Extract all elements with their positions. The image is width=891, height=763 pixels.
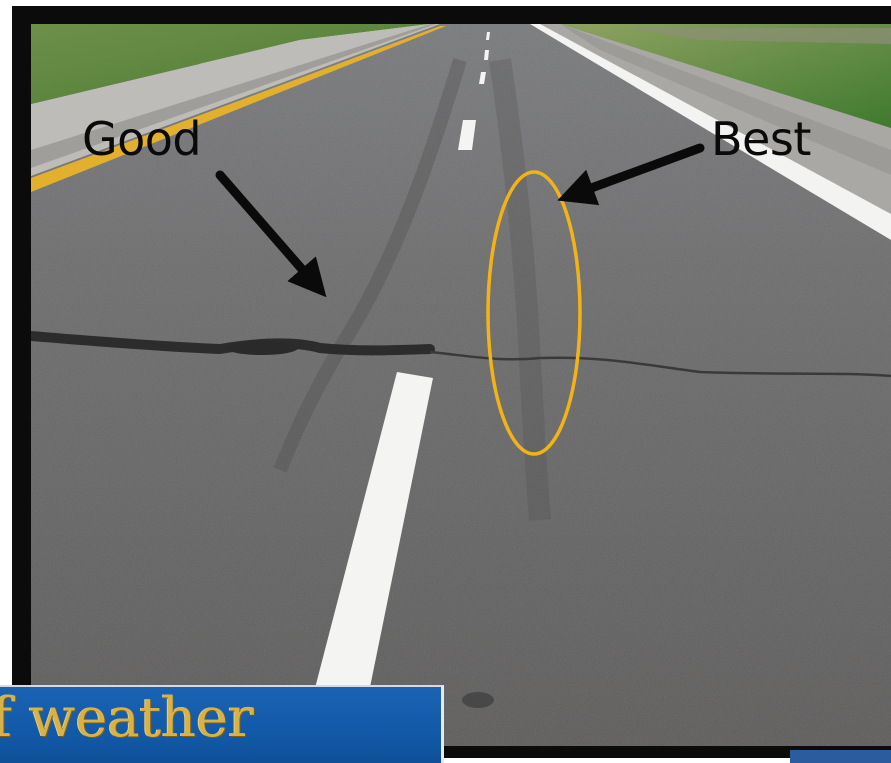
pavement-crack bbox=[429, 350, 891, 378]
corner-accent bbox=[790, 750, 891, 763]
yellow-edge-line bbox=[31, 26, 446, 192]
best-pointer-arrow-icon bbox=[557, 143, 705, 206]
caption-banner: f weather bbox=[0, 685, 444, 763]
best-label: Best bbox=[711, 112, 811, 166]
left-grass bbox=[31, 24, 430, 104]
caption-text: f weather bbox=[0, 686, 254, 749]
good-pointer-arrow-icon bbox=[215, 170, 327, 298]
white-edge-line bbox=[530, 24, 891, 240]
good-label: Good bbox=[82, 112, 202, 166]
left-shoulder bbox=[31, 24, 440, 176]
best-area-highlight bbox=[486, 170, 582, 456]
lane-dashes bbox=[300, 32, 490, 746]
